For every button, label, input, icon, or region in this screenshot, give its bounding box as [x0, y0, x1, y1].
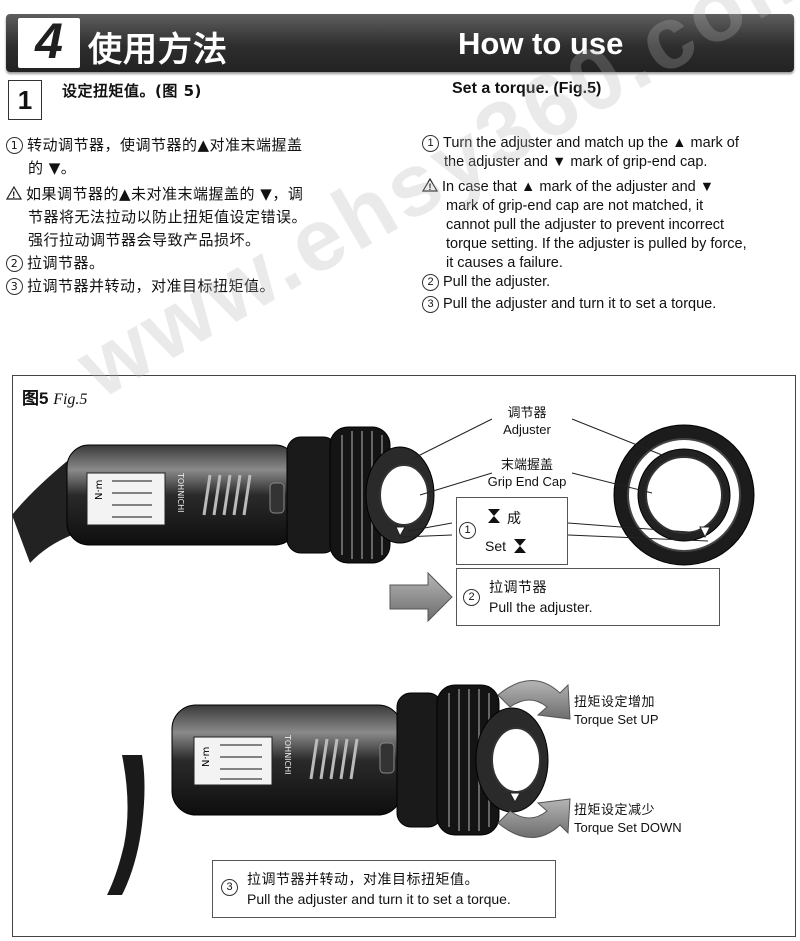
step1-label-en: Set	[485, 538, 507, 554]
en-warning-line-c: cannot pull the adjuster to prevent inco…	[446, 217, 725, 233]
cn-item-3-text: 拉调节器并转动，对准目标扭矩值。	[27, 277, 276, 295]
circle-number-1: 1	[6, 137, 23, 154]
en-warning: ! In case that ▲ mark of the adjuster and…	[421, 177, 796, 197]
hourglass-marker-icon	[488, 509, 500, 523]
scale-unit-top: N·m	[94, 480, 105, 500]
en-warning-line-b: mark of grip-end cap are not matched, it	[446, 198, 704, 214]
step3-label-en: Pull the adjuster and turn it to set a t…	[247, 891, 511, 907]
cn-warning: ! 如果调节器的▲未对准末端握盖的 ▼，调	[5, 183, 386, 206]
step2-pull-box: 2 拉调节器 Pull the adjuster.	[456, 568, 720, 626]
circle-number-2: 2	[6, 255, 23, 272]
figure-label-en: Fig.5	[53, 391, 88, 408]
torque-up-label-en: Torque Set UP	[574, 712, 659, 727]
cn-warning-line-a: 如果调节器的▲未对准末端握盖的 ▼，调	[26, 185, 304, 203]
section-title-en: How to use	[458, 26, 624, 61]
torque-down-label-cn: 扭矩设定减少	[574, 803, 656, 818]
en-warning-line-d: torque setting. If the adjuster is pulle…	[446, 236, 747, 252]
step-title-en: Set a torque. (Fig.5)	[452, 80, 602, 97]
en-item-2-text: Pull the adjuster.	[443, 274, 551, 290]
cn-item-1-line-b: 的 ▼。	[28, 159, 77, 177]
circle-number-1-en: 1	[422, 135, 439, 152]
figure-label-cn: 图5	[22, 389, 49, 408]
en-item-3-text: Pull the adjuster and turn it to set a t…	[443, 296, 717, 312]
section-number: 4	[35, 13, 63, 69]
step3-label-cn: 拉调节器并转动，对准目标扭矩值。	[247, 872, 479, 888]
grip-end-cap-label-cn: 末端握盖	[500, 457, 553, 472]
figure-frame	[12, 375, 796, 937]
cn-warning-line-b: 节器将无法拉动以防止扭矩值设定错误。	[28, 208, 308, 226]
circle-number-3: 3	[6, 278, 23, 295]
adjuster-label-en: Adjuster	[503, 422, 551, 437]
circle-number-3-en: 3	[422, 296, 439, 313]
brand-label-bottom: TOHNICHI	[283, 734, 292, 775]
section-title-cn: 使用方法	[88, 30, 228, 70]
cn-item-2-text: 拉调节器。	[27, 254, 105, 272]
step-title-cn: 设定扭矩值。(图 5)	[62, 82, 202, 100]
adjuster-callout: 调节器 Adjuster	[492, 404, 562, 438]
rotate-down-arrow-icon	[497, 798, 571, 838]
torque-up-label-cn: 扭矩设定增加	[574, 695, 656, 710]
pull-direction-arrow-icon	[389, 571, 453, 623]
brand-label-top: TOHNICHI	[176, 472, 185, 513]
torque-down-label-en: Torque Set DOWN	[574, 820, 682, 835]
adjuster-label-cn: 调节器	[507, 405, 547, 420]
circle-number-2-fig: 2	[463, 589, 480, 606]
step2-label-en: Pull the adjuster.	[489, 599, 593, 615]
hourglass-marker-icon-2	[514, 539, 526, 553]
grip-end-cap-label-en: Grip End Cap	[487, 474, 567, 489]
svg-text:!: !	[429, 182, 432, 192]
cn-warning-line-c: 强行拉动调节器会导致产品损坏。	[28, 231, 261, 249]
section-header-bar: 4 使用方法 How to use	[6, 13, 794, 72]
warning-triangle-icon-en: !	[421, 177, 439, 192]
en-item-1-line-b: the adjuster and ▼ mark of grip-end cap.	[444, 154, 708, 170]
cn-item-1-line-a: 转动调节器，使调节器的▲对准末端握盖	[27, 136, 303, 154]
torque-up-label: 扭矩设定增加 Torque Set UP	[574, 694, 659, 728]
tool-top: N·m TOHNICHI	[12, 426, 435, 564]
tool-end-view	[613, 424, 755, 566]
step2-label-cn: 拉调节器	[489, 580, 547, 596]
scale-window	[86, 472, 166, 526]
circle-number-3-fig: 3	[221, 879, 238, 896]
torque-down-label: 扭矩设定减少 Torque Set DOWN	[574, 802, 682, 836]
step1-label-cn: 成	[507, 511, 522, 527]
section-number-box	[18, 18, 80, 68]
step-number-box: 1	[8, 80, 42, 120]
en-warning-line-a: In case that ▲ mark of the adjuster and …	[442, 179, 715, 195]
en-warning-line-e: it causes a failure.	[446, 255, 563, 271]
svg-text:!: !	[12, 190, 16, 200]
circle-number-2-en: 2	[422, 274, 439, 291]
step3-turn-box: 3 拉调节器并转动，对准目标扭矩值。 Pull the adjuster and…	[212, 860, 556, 918]
figure-label: 图5 Fig.5	[22, 384, 87, 409]
torque-wrench-illustration: N·m TOHNICHI N·m TOHNICH	[12, 418, 755, 895]
en-item-1-line-a: Turn the adjuster and match up the ▲ mar…	[443, 135, 739, 151]
scale-unit-bottom: N·m	[201, 747, 212, 767]
rotate-up-arrow-icon	[497, 680, 571, 720]
step1-align-box: 1 成 Set	[456, 497, 568, 565]
grip-end-cap-callout: 末端握盖 Grip End Cap	[474, 456, 580, 490]
tool-bottom: N·m TOHNICHI	[107, 684, 549, 895]
warning-triangle-icon: !	[5, 185, 23, 200]
circle-number-1-fig: 1	[459, 522, 476, 539]
callout-leader-lines	[401, 418, 709, 542]
